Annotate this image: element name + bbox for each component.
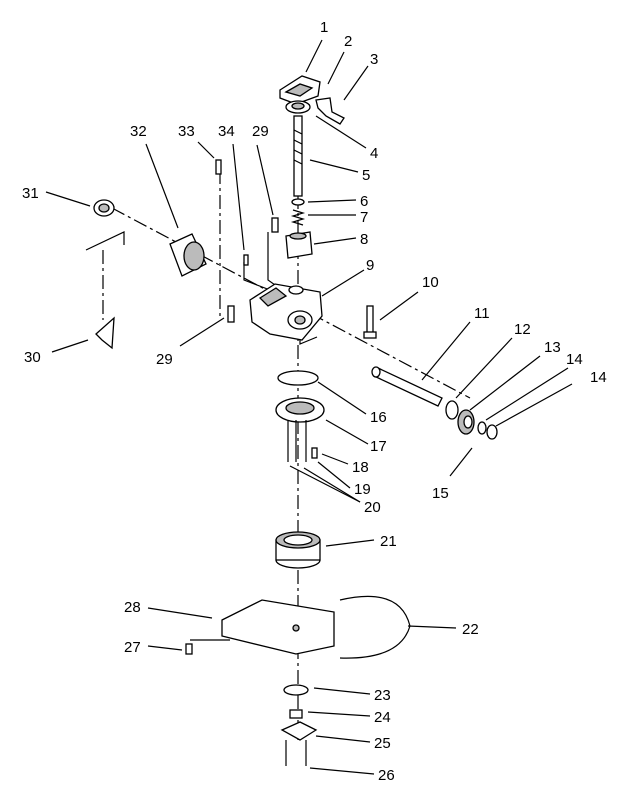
callout-14a: 14 (566, 351, 583, 368)
callout-13: 13 (544, 339, 561, 356)
callout-26: 26 (378, 767, 395, 784)
part-9-housing (249, 283, 323, 341)
callout-1: 1 (320, 19, 328, 36)
callout-8: 8 (360, 231, 368, 248)
callout-16: 16 (370, 409, 387, 426)
part-6-washer (291, 198, 305, 206)
callout-20: 20 (364, 499, 381, 516)
callout-28: 28 (124, 599, 141, 616)
part-3-lever (315, 97, 345, 125)
part-16-oring (277, 370, 319, 386)
callout-29b: 29 (156, 351, 173, 368)
part-26-bolts (285, 740, 307, 766)
callout-33: 33 (178, 123, 195, 140)
callout-30: 30 (24, 349, 41, 366)
part-17-plate (275, 397, 325, 423)
part-27-screw (185, 639, 230, 655)
callout-19: 19 (354, 481, 371, 498)
part-22-disc (339, 595, 411, 659)
leader-lines (45, 39, 573, 775)
callout-34: 34 (218, 123, 235, 140)
part-28-plate (221, 599, 335, 655)
callout-18: 18 (352, 459, 369, 476)
part-25-flange (280, 721, 318, 741)
callout-9: 9 (366, 257, 374, 274)
callout-29a: 29 (252, 123, 269, 140)
callout-22: 22 (462, 621, 479, 638)
callout-7: 7 (360, 209, 368, 226)
part-1-cap (279, 75, 321, 105)
callout-10: 10 (422, 274, 439, 291)
part-14-washers (477, 421, 498, 440)
part-30-bracket (95, 316, 115, 350)
callout-23: 23 (374, 687, 391, 704)
bracket-34 (243, 262, 271, 291)
part-4-bearing (285, 100, 311, 114)
callout-17: 17 (370, 438, 387, 455)
callout-31: 31 (22, 185, 39, 202)
callout-24: 24 (374, 709, 391, 726)
callout-25: 25 (374, 735, 391, 752)
callout-11: 11 (474, 305, 490, 322)
part-10-bolt (363, 305, 377, 339)
part-29-pins (227, 217, 279, 323)
callout-27: 27 (124, 639, 141, 656)
callout-21: 21 (380, 533, 397, 550)
part-13-gear (457, 409, 475, 435)
part-21-drum (275, 531, 321, 569)
part-34-pin (243, 254, 249, 266)
part-31-seal (93, 199, 115, 217)
part-7-spring (290, 209, 306, 226)
callout-5: 5 (362, 167, 370, 184)
callout-6: 6 (360, 193, 368, 210)
callout-15: 15 (432, 485, 449, 502)
callout-12: 12 (514, 321, 531, 338)
bracket-31 (85, 231, 125, 251)
part-18-20-pins (287, 420, 318, 462)
callout-3: 3 (370, 51, 378, 68)
part-8-block (285, 231, 313, 259)
part-33-pin (215, 159, 222, 175)
callout-32: 32 (130, 123, 147, 140)
part-23-oring (283, 684, 309, 696)
part-11-shaft (371, 366, 443, 407)
callout-14b: 14 (590, 369, 607, 386)
part-24-nut (289, 709, 303, 719)
callout-labels: 1 2 3 4 5 6 7 8 9 10 11 12 13 14 14 15 1… (22, 19, 607, 784)
callout-4: 4 (370, 145, 378, 162)
callout-2: 2 (344, 33, 352, 50)
part-12-gear (445, 400, 459, 420)
part-5-shaft (293, 115, 303, 197)
part-32-armature (169, 233, 207, 277)
